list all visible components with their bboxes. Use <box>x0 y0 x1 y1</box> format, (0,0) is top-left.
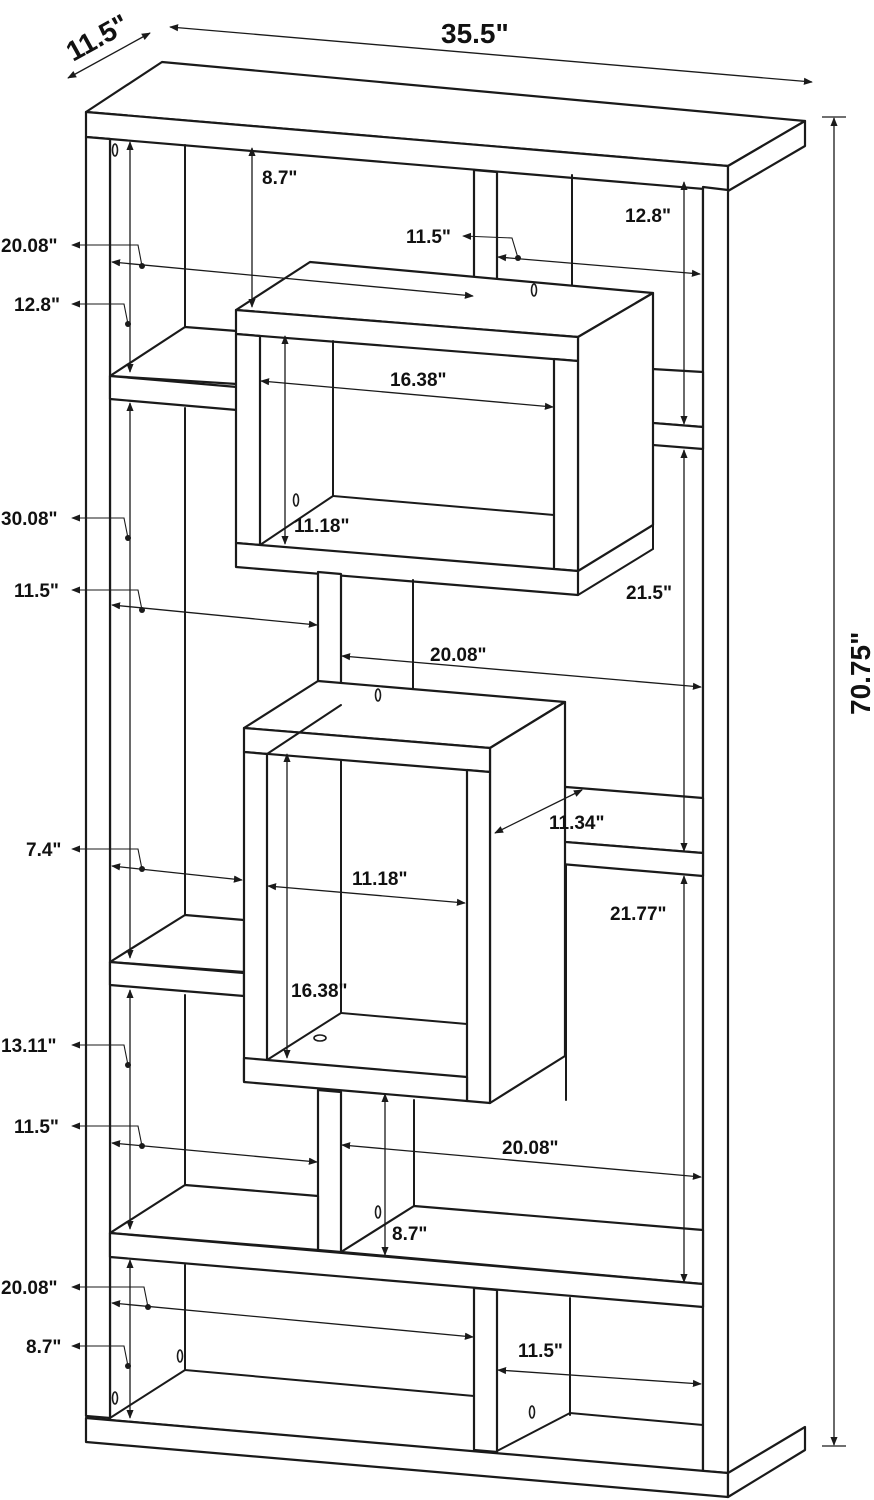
left-label-4: 11.5" <box>14 581 59 602</box>
top-height-label: 8.7" <box>262 168 297 189</box>
horizontal-dim-top <box>111 259 474 299</box>
bottom-floor-right <box>496 1411 704 1452</box>
lower-cube-front-bottom <box>242 1056 469 1103</box>
lower-cube-height-label: 16.38" <box>291 981 348 1002</box>
horizontal-dim-top-right <box>497 254 701 277</box>
left-label-6: 13.11" <box>1 1036 57 1057</box>
left-label-1: 20.08" <box>1 236 58 257</box>
upper-cube-bottom-side <box>577 524 654 596</box>
middle-width-label: 20.08" <box>430 645 487 666</box>
horizontal-dim-mid-left <box>111 602 318 628</box>
bottom-right-depth-label: 11.5" <box>518 1341 563 1362</box>
lower-middle-height-label: 8.7" <box>392 1224 427 1245</box>
bookcase-structure <box>84 60 807 1499</box>
upper-cube-side <box>576 291 655 573</box>
horizontal-dim-low-middle <box>341 1142 702 1180</box>
dimension-labels: 11.5" 35.5" 70.75" 20.08" 12.8" 30.08" 1… <box>1 8 874 1362</box>
leader-l9 <box>71 1342 129 1367</box>
upper-cube-front-right <box>552 357 580 573</box>
right-lower-height-label: 21.77" <box>610 904 667 925</box>
right-side-panel <box>701 185 730 1475</box>
top-right-height-label: 12.8" <box>625 206 671 227</box>
horizontal-dim-low-left <box>111 1140 318 1165</box>
horizontal-dim-bottom-left <box>111 1300 474 1340</box>
depth-label: 11.5" <box>61 8 134 67</box>
horizontal-dim-middle <box>341 653 702 690</box>
upper-cube-width-label: 16.38" <box>390 370 447 391</box>
lower-cube-inner-back <box>266 759 468 1061</box>
screw-hole <box>374 1205 382 1219</box>
leader-lines <box>71 232 521 1369</box>
dimension-lines <box>67 24 846 1447</box>
right-tall-height-label: 21.5" <box>626 583 672 604</box>
screw-hole <box>530 283 538 297</box>
depth-dimension-line <box>67 32 151 79</box>
lower-middle-post <box>316 1088 343 1254</box>
bottom-divider <box>472 1286 499 1454</box>
screw-hole <box>111 143 119 157</box>
height-label: 70.75" <box>845 632 874 715</box>
leader-l6 <box>71 1041 129 1066</box>
upper-cube-height-label: 11.18" <box>294 516 350 537</box>
leader-top-right <box>462 232 519 259</box>
upper-cube-front-left <box>234 332 262 547</box>
screw-hole <box>111 1391 119 1405</box>
top-board-side <box>726 119 807 193</box>
horizontal-dim-right-shelf <box>494 789 583 834</box>
lower-cube-front-left <box>242 750 269 1085</box>
bottom-board-side <box>726 1425 807 1499</box>
width-dimension-line <box>169 24 813 85</box>
screw-hole <box>313 1034 327 1042</box>
lower-cube-top-inner <box>266 704 342 755</box>
left-label-7: 11.5" <box>14 1117 59 1138</box>
left-side-panel <box>84 135 112 1420</box>
left-label-9: 8.7" <box>26 1337 61 1358</box>
left-label-8: 20.08" <box>1 1278 58 1299</box>
horizontal-dim-upper-cube <box>260 378 554 410</box>
bottom-floor-left <box>109 1368 475 1419</box>
leader-l8 <box>71 1283 149 1308</box>
bottom-shelf-front <box>108 1231 705 1309</box>
leader-l4 <box>71 586 143 611</box>
horizontal-dim-bottom-right <box>497 1366 702 1388</box>
leader-l7 <box>71 1122 143 1147</box>
left-label-5: 7.4" <box>26 840 61 861</box>
leader-l1 <box>71 241 143 267</box>
screw-hole <box>528 1405 536 1419</box>
left-label-3: 30.08" <box>1 509 58 530</box>
screw-hole <box>292 493 300 507</box>
leader-l3 <box>71 514 129 539</box>
lower-cube-width-label: 11.18" <box>352 869 408 890</box>
leader-l2 <box>71 300 129 325</box>
lower-middle-width-label: 20.08" <box>502 1138 559 1159</box>
lower-cube-front-right <box>465 768 492 1105</box>
width-label: 35.5" <box>441 18 509 49</box>
leader-l5 <box>71 845 143 870</box>
horizontal-dim-lower-left <box>111 863 243 883</box>
lower-cube-side <box>488 700 567 1105</box>
left-label-2: 12.8" <box>14 295 60 316</box>
top-right-depth-label: 11.5" <box>406 227 451 248</box>
horizontal-dim-lower-cube <box>267 883 466 906</box>
screw-hole <box>176 1349 184 1363</box>
right-shelf-depth-label: 11.34" <box>549 813 605 834</box>
